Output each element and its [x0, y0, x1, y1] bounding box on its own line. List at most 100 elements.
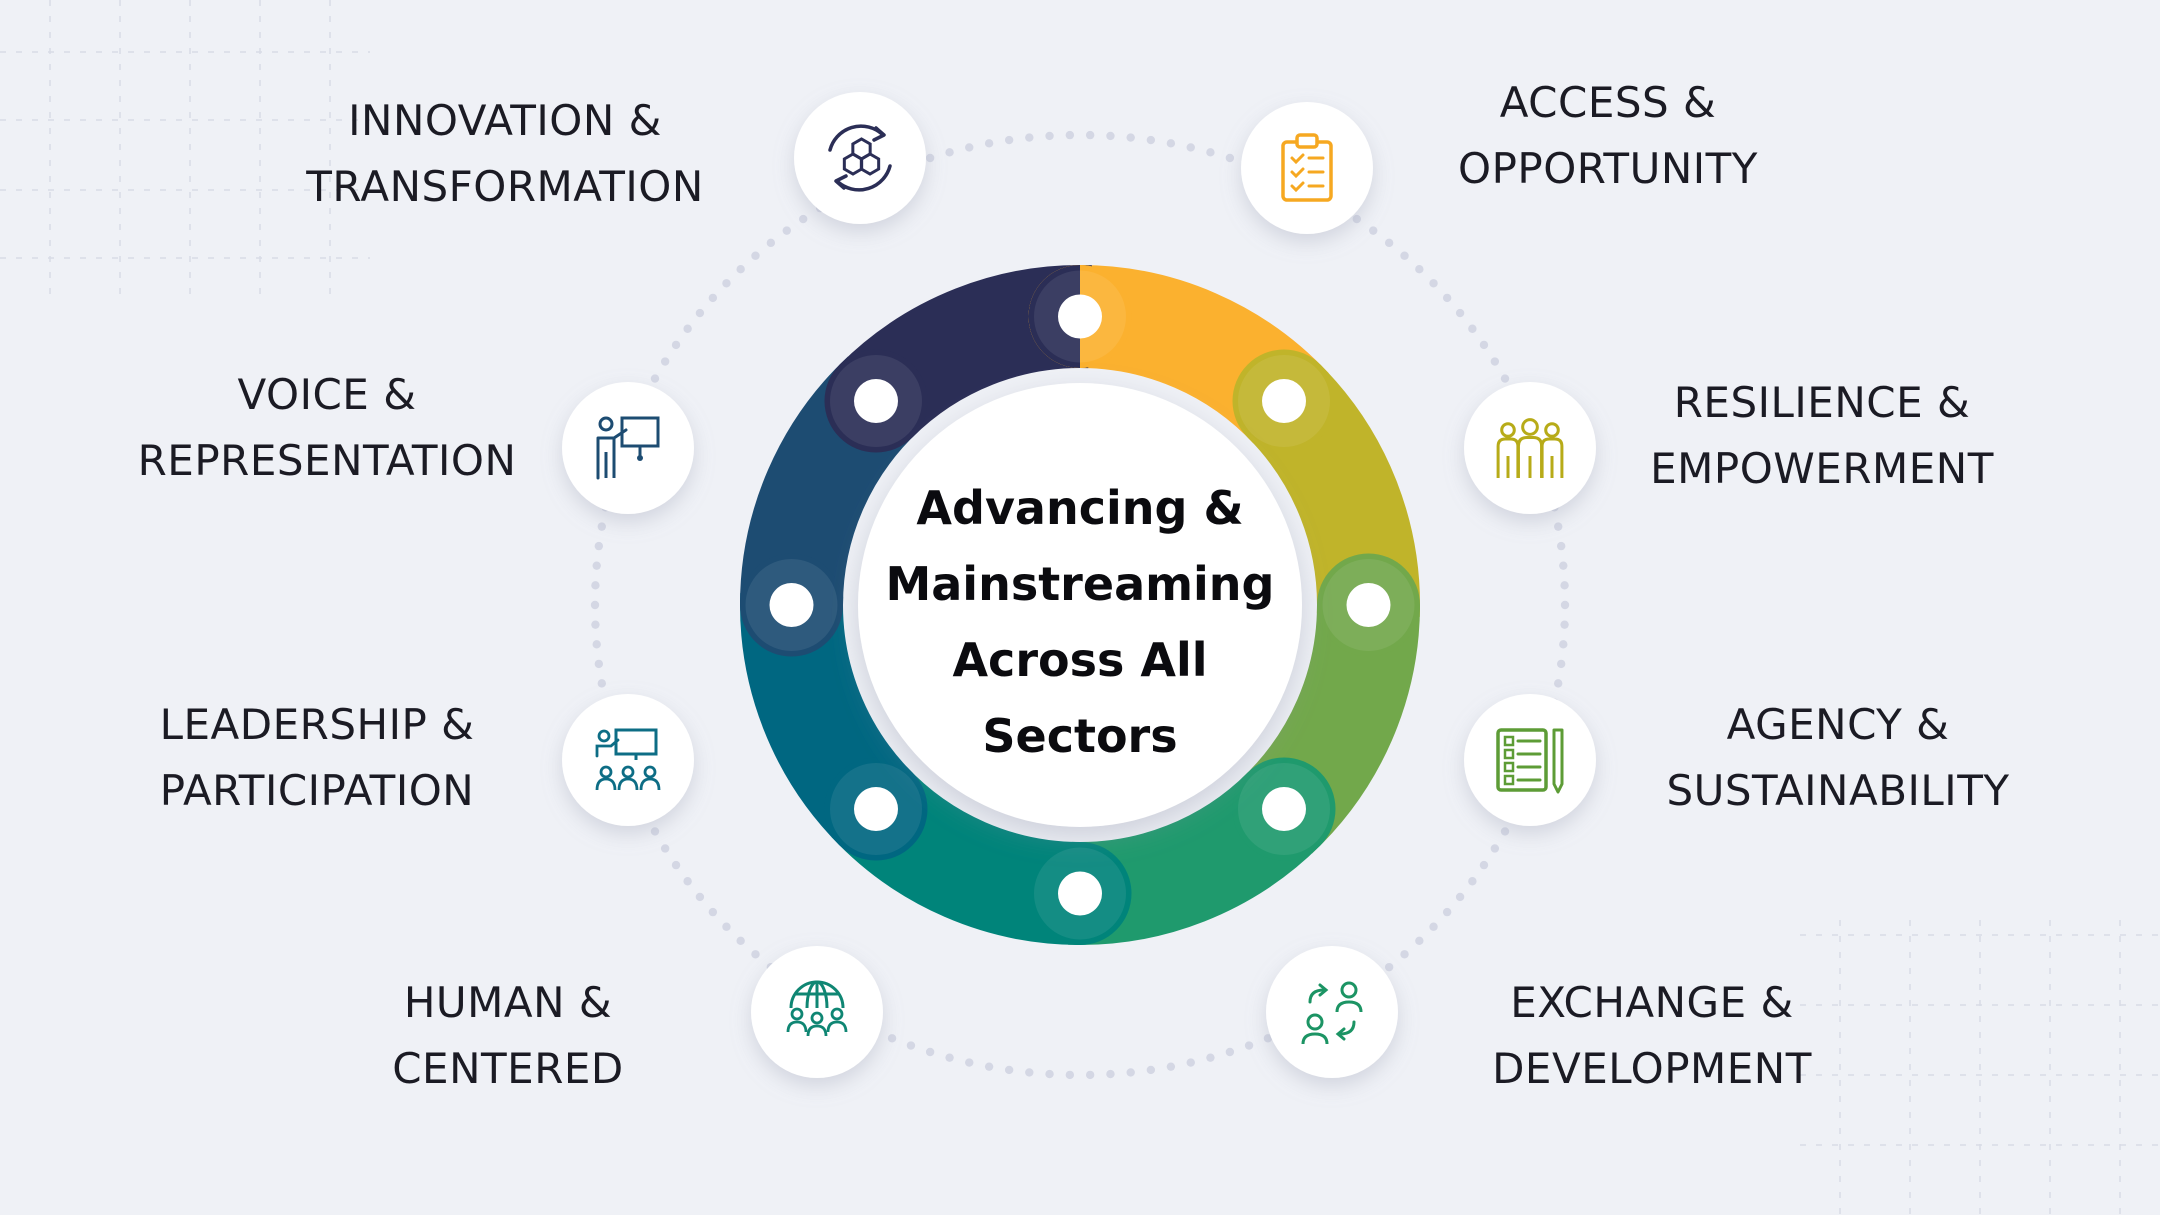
orbit-dot	[751, 950, 760, 959]
orbit-dot	[945, 148, 954, 157]
orbit-dot	[671, 340, 681, 350]
orbit-dot	[1263, 1034, 1273, 1043]
ring-knob	[1262, 787, 1307, 832]
orbit-dot	[594, 659, 604, 669]
orbit-dot	[1442, 293, 1452, 303]
orbit-dot	[695, 892, 705, 902]
center-title-line: Across All	[952, 633, 1208, 687]
orbit-dot	[1554, 679, 1563, 688]
presenter-board-icon	[596, 416, 660, 480]
orbit-dot	[736, 264, 745, 274]
orbit-dot	[1468, 324, 1477, 333]
orbit-dot	[1106, 1069, 1115, 1079]
orbit-dot	[1400, 950, 1409, 959]
ring-knob	[853, 378, 898, 423]
orbit-dot	[1065, 1070, 1075, 1080]
icon-disc	[1241, 102, 1373, 234]
orbit-dot	[1206, 148, 1215, 157]
ring-knob	[1058, 871, 1102, 916]
orbit-dot	[1479, 340, 1489, 350]
orbit-dot	[1004, 1065, 1014, 1075]
orbit-dot	[1106, 131, 1115, 141]
checklist-pencil-icon	[1496, 728, 1564, 794]
orbit-dot	[751, 251, 760, 260]
center-title-line: Sectors	[982, 709, 1178, 763]
orbit-dot	[1559, 640, 1568, 649]
center-circle	[858, 383, 1302, 827]
clipboard-checklist-icon	[1281, 133, 1333, 202]
people-exchange-icon	[1301, 981, 1363, 1045]
orbit-dot	[695, 308, 705, 318]
orbit-dot	[683, 877, 692, 886]
orbit-dot	[1004, 135, 1014, 145]
orbit-dot	[1146, 135, 1156, 145]
decorative-grid-top-left	[0, 0, 370, 300]
orbit-dot	[1560, 600, 1570, 610]
access-disc	[1241, 102, 1373, 234]
orbit-dot	[887, 1034, 897, 1043]
orbit-dot	[906, 1041, 916, 1050]
orbit-dot	[1166, 139, 1176, 148]
orbit-dot	[925, 1047, 935, 1057]
orbit-dot	[1429, 922, 1438, 931]
orbit-dot	[592, 561, 601, 570]
orbit-dot	[1415, 936, 1424, 946]
orbit-dot	[1556, 541, 1566, 551]
orbit-dot	[1206, 1053, 1215, 1062]
orbit-dot	[1045, 1069, 1054, 1079]
orbit-dot	[1244, 1041, 1254, 1050]
orbit-dot	[965, 143, 974, 152]
ring-segment-cap	[1028, 265, 1080, 368]
orbit-dot	[1500, 374, 1510, 383]
orbit-dot	[1560, 581, 1569, 590]
center-title: Advancing & Mainstreaming Across All Sec…	[840, 470, 1320, 774]
orbit-dot	[799, 214, 808, 224]
ring-knob	[769, 583, 814, 627]
orbit-dot	[1455, 308, 1465, 318]
orbit-dot	[722, 922, 731, 931]
orbit-dot	[660, 844, 670, 853]
icon-discs	[562, 92, 1596, 1078]
orbit-dot	[1384, 962, 1394, 972]
resilience-disc	[1464, 382, 1596, 514]
orbit-dot	[1045, 131, 1054, 141]
orbit-dot	[965, 1058, 974, 1067]
orbit-dot	[1556, 659, 1566, 669]
orbit-dot	[1490, 844, 1500, 853]
orbit-dot	[1166, 1062, 1176, 1071]
presenter-audience-icon	[595, 728, 661, 791]
orbit-dot	[984, 139, 994, 148]
innovation-cycle-icon	[828, 124, 892, 192]
orbit-dot	[1429, 279, 1438, 288]
orbit-dot	[1085, 1070, 1095, 1080]
icon-disc	[1464, 694, 1596, 826]
group-people-icon	[1496, 418, 1564, 478]
orbit-dot	[1479, 860, 1489, 870]
orbit-dot	[1025, 1068, 1034, 1077]
exchange-disc	[1266, 946, 1398, 1078]
orbit-dot	[591, 620, 600, 629]
orbit-dot	[1468, 877, 1477, 886]
orbit-dot	[1186, 143, 1195, 152]
orbit-dot	[1490, 357, 1500, 366]
center-title-line: Mainstreaming	[885, 557, 1275, 611]
orbit-dot	[1455, 892, 1465, 902]
orbit-dot	[591, 581, 600, 590]
orbit-dot	[1560, 620, 1569, 629]
innovation-disc	[794, 92, 926, 224]
orbit-dot	[1500, 827, 1510, 836]
icon-disc	[562, 382, 694, 514]
orbit-dot	[1146, 1065, 1156, 1075]
orbit-dot	[1025, 133, 1034, 142]
orbit-dot	[590, 600, 600, 610]
ring-knob	[1346, 583, 1391, 627]
orbit-dot	[708, 293, 718, 303]
orbit-dot	[708, 907, 718, 917]
orbit-dot	[722, 279, 731, 288]
orbit-dot	[1554, 522, 1563, 531]
decorative-grid-bottom-right	[1800, 920, 2160, 1215]
orbit-dot	[736, 936, 745, 946]
orbit-dot	[1559, 561, 1568, 570]
orbit-dot	[660, 357, 670, 366]
orbit-dot	[782, 226, 791, 235]
